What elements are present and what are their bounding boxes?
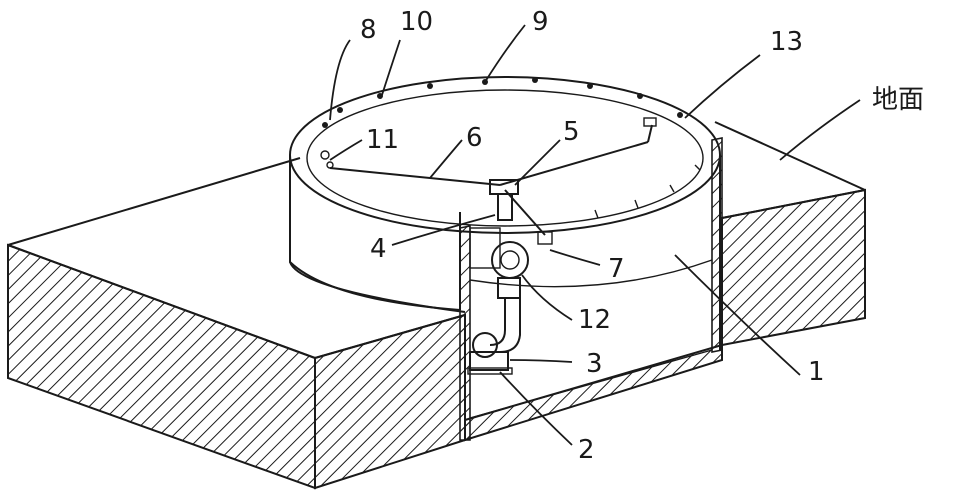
label-12: 12 — [578, 305, 611, 335]
leader-6 — [429, 139, 463, 179]
leader-lines — [329, 24, 861, 446]
leader-8 — [329, 39, 351, 121]
leader-9 — [484, 24, 526, 83]
motor-assembly — [469, 227, 529, 353]
label-13: 13 — [770, 27, 803, 57]
pit-cutaway — [459, 137, 723, 442]
label-2: 2 — [578, 435, 595, 465]
leader-2 — [499, 371, 573, 446]
label-10: 10 — [400, 7, 433, 37]
leader-12 — [521, 274, 573, 321]
label-7: 7 — [608, 254, 625, 284]
label-8: 8 — [360, 15, 377, 45]
label-1: 1 — [808, 357, 825, 387]
leader-13 — [684, 54, 761, 119]
label-6: 6 — [466, 123, 483, 153]
label-9: 9 — [532, 7, 549, 37]
leader-5 — [514, 139, 561, 186]
leader-1 — [674, 254, 801, 376]
label-11: 11 — [366, 125, 399, 155]
pit-wall-left — [459, 225, 471, 441]
ring-nozzles — [320, 77, 683, 169]
ground-front-right-face — [314, 313, 466, 490]
leader-ground — [779, 99, 861, 161]
ground-block — [7, 121, 866, 490]
ring-top-outer — [289, 76, 721, 234]
rotary-joint — [489, 179, 519, 221]
leader-10 — [381, 39, 401, 96]
label-5: 5 — [563, 117, 580, 147]
leader-4 — [391, 214, 496, 246]
ground-front-left-face — [7, 243, 316, 490]
leader-7 — [549, 249, 601, 266]
leader-3 — [509, 359, 573, 363]
leader-11 — [329, 139, 363, 161]
label-ground: 地面 — [872, 85, 924, 115]
label-4: 4 — [370, 234, 387, 264]
ring-ticks — [594, 164, 701, 219]
ring-top-inner — [306, 89, 704, 227]
pump — [467, 332, 513, 375]
ring-wall — [289, 76, 721, 350]
label-3: 3 — [586, 349, 603, 379]
labels: 8 10 9 11 6 5 13 地面 4 7 12 3 1 2 — [360, 7, 924, 465]
